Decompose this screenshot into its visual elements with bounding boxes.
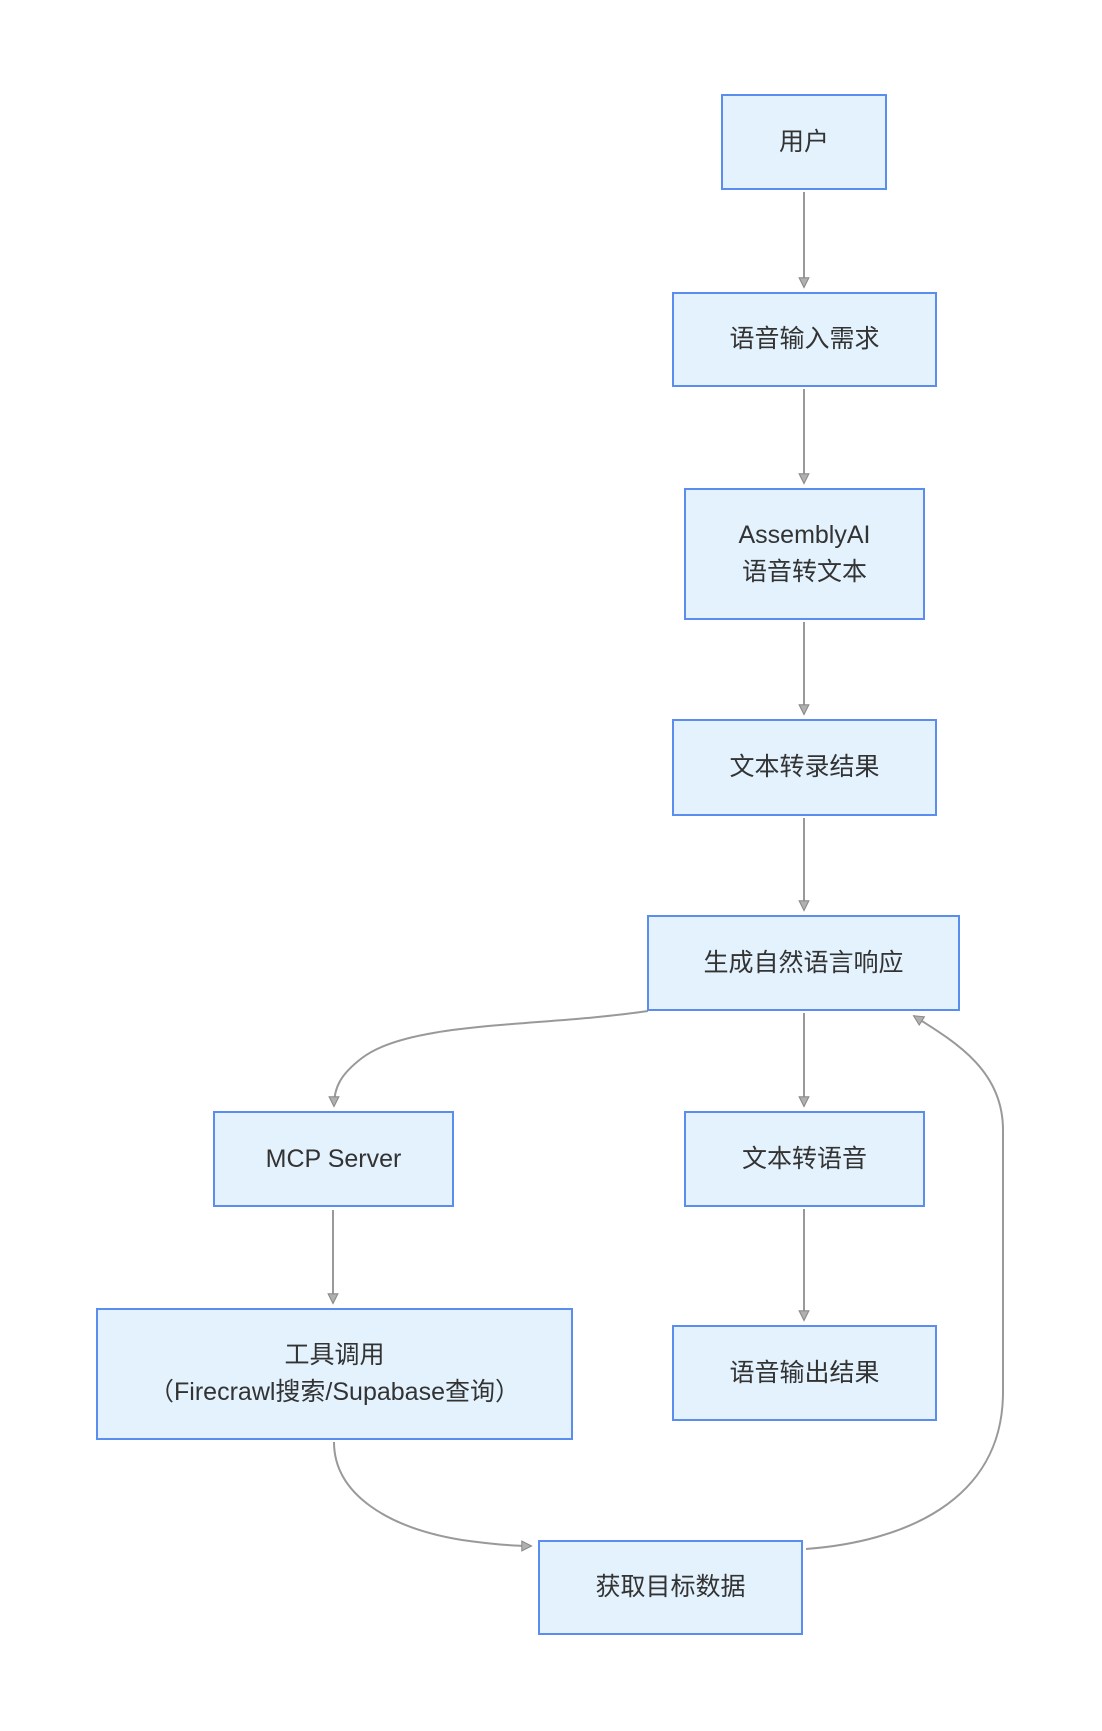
node-user: 用户: [721, 94, 887, 190]
node-nlg: 生成自然语言响应: [647, 915, 960, 1011]
node-transcript: 文本转录结果: [672, 719, 937, 816]
node-mcp-server: MCP Server: [213, 1111, 454, 1207]
node-tts: 文本转语音: [684, 1111, 925, 1207]
node-voice-input: 语音输入需求: [672, 292, 937, 387]
node-mcp-server-label: MCP Server: [265, 1144, 402, 1173]
edge-target-data-to-nlg: [805, 1015, 1004, 1550]
edge-tools-to-target-data: [333, 1441, 533, 1552]
edge-nlg-to-mcp: [328, 1010, 649, 1108]
node-user-label: 用户: [778, 127, 829, 156]
node-target-data: 获取目标数据: [538, 1540, 803, 1635]
node-stt-label-line2: 语音转文本: [741, 558, 867, 586]
node-voice-output-label: 语音输出结果: [729, 1358, 880, 1387]
node-voice-output: 语音输出结果: [672, 1325, 937, 1421]
node-stt: AssemblyAI 语音转文本: [684, 488, 925, 620]
node-tts-label: 文本转语音: [741, 1144, 867, 1173]
node-nlg-label: 生成自然语言响应: [703, 948, 904, 977]
node-stt-label-line1: AssemblyAI: [738, 521, 871, 549]
node-tool-call-label-line2: （Firecrawl搜索/Supabase查询）: [149, 1378, 520, 1406]
node-target-data-label: 获取目标数据: [595, 1573, 746, 1601]
node-tool-call: 工具调用 （Firecrawl搜索/Supabase查询）: [96, 1308, 573, 1440]
node-tool-call-label-line1: 工具调用: [284, 1341, 385, 1369]
node-voice-input-label: 语音输入需求: [729, 325, 880, 353]
node-transcript-label: 文本转录结果: [729, 753, 880, 781]
